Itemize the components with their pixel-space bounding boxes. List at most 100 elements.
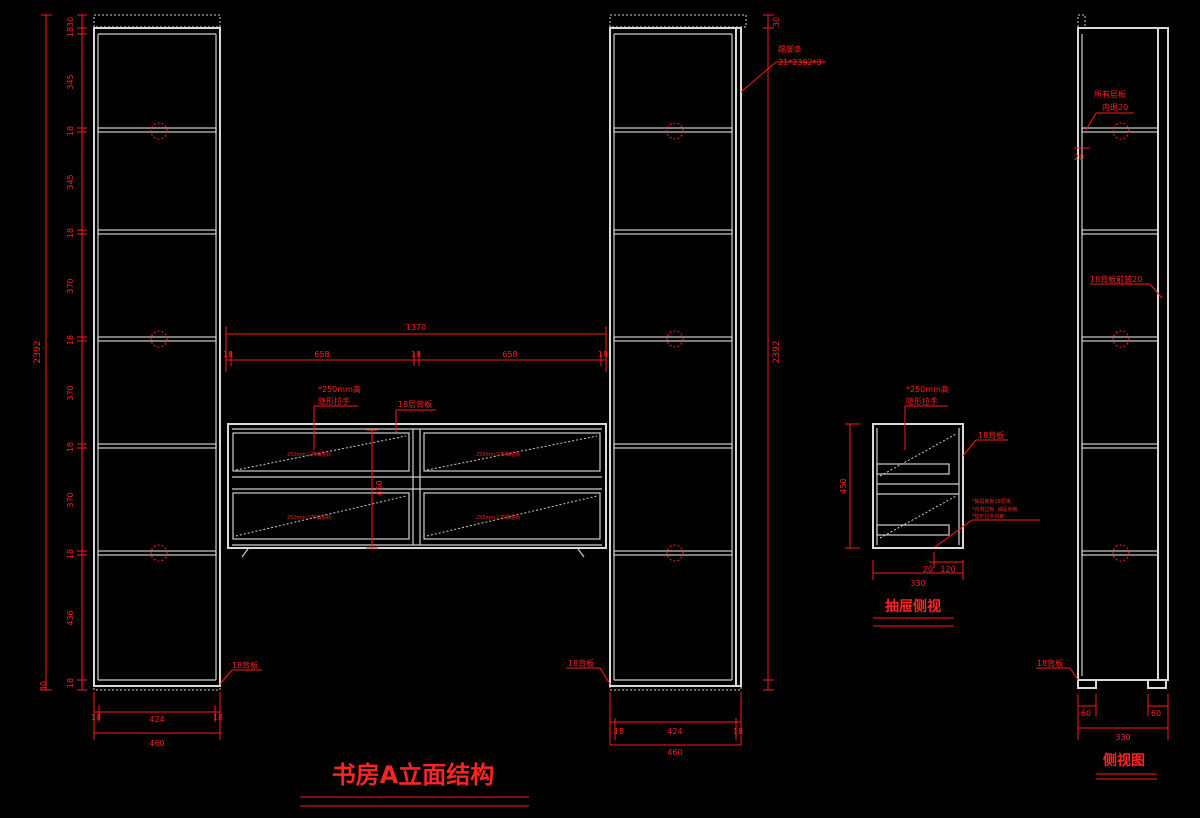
right-width-left: 18 [614, 727, 624, 736]
drawer-label: 250mm三节抽屉轨 [287, 514, 331, 521]
drawer-side-height: 450 [839, 478, 848, 493]
drawer-side-view: 450 330 20 120 *250mm高 隐形拉手 18背板 *抽屉底板18… [839, 384, 1040, 627]
left-vertical-dims: 2392 30 18 345 18 345 18 370 18 370 18 3… [33, 14, 87, 691]
middle-board-note: 18层背板 [398, 399, 432, 409]
left-seg: 18 [66, 228, 75, 238]
drawer-front[interactable] [423, 492, 601, 540]
middle-note-2: 隐形拉手 [318, 396, 350, 406]
right-cabinet-outline [609, 27, 737, 687]
left-seg: 18 [66, 549, 75, 559]
side-depth: 330 [1115, 733, 1130, 742]
left-seg: 30 [39, 681, 48, 691]
drawer-side-board-note: 18背板 [978, 430, 1004, 440]
left-width-right: 18 [213, 713, 223, 722]
left-seg: 436 [66, 610, 75, 625]
hole-mark [1112, 122, 1130, 140]
side-note-top-1: 所有层板 [1094, 89, 1126, 99]
right-width-right: 18 [733, 727, 743, 736]
strip-note-1: 踢脚条 [778, 44, 802, 54]
side-view-foot [1077, 679, 1097, 689]
left-seg: 18 [66, 126, 75, 136]
drawer-side-note-2: 隐形拉手 [906, 396, 938, 406]
side-foot-dim: 60 [1081, 709, 1091, 718]
middle-dim: 18 [223, 350, 233, 359]
side-small-dim: 20 [1074, 153, 1084, 162]
left-board-note: 18背板 [232, 660, 258, 670]
right-cabinet [609, 14, 747, 691]
drawer-front[interactable] [232, 492, 410, 540]
main-title-block: 书房A立面结构 [300, 761, 529, 807]
drawer-side-tiny: *抽屉底板18层板 [972, 498, 1011, 505]
left-width-left: 18 [91, 713, 101, 722]
drawer-front[interactable] [423, 432, 601, 472]
drawer-side-title: 抽屉侧视 [885, 598, 941, 615]
side-note-top-2: 内退20 [1102, 102, 1128, 112]
right-width-inner: 424 [667, 727, 682, 736]
left-seg: 370 [66, 385, 75, 400]
hole-mark [666, 330, 684, 348]
drawer-label: 250mm三节抽屉轨 [476, 451, 520, 458]
middle-dim: 18 [598, 350, 608, 359]
drawer-front[interactable] [232, 432, 410, 472]
left-width-total: 460 [149, 739, 164, 748]
hole-mark [150, 544, 168, 562]
middle-drawer-height: 450 [375, 480, 384, 495]
middle-dim: 658 [502, 350, 517, 359]
left-seg: 18 [66, 678, 75, 688]
drawer-unit-outline [227, 423, 607, 549]
left-seg: 345 [66, 174, 75, 189]
right-cabinet-top-cap [609, 14, 747, 28]
left-seg: 370 [66, 278, 75, 293]
drawer-side-note-1: *250mm高 [906, 384, 949, 394]
side-foot-dim: 60 [1151, 709, 1161, 718]
drawer-side-small: 20 [923, 565, 933, 574]
side-view: 所有层板 内退20 20 18背板前装20 18背板 60 60 330 侧视图 [1036, 14, 1169, 780]
left-total-height: 2392 [33, 341, 43, 364]
left-seg: 370 [66, 492, 75, 507]
left-cabinet-top-cap [93, 14, 221, 28]
hole-mark [666, 544, 684, 562]
hole-mark [1112, 544, 1130, 562]
left-seg: 345 [66, 74, 75, 89]
drawer-side-outline [872, 423, 964, 549]
hole-mark [666, 122, 684, 140]
side-view-foot [1147, 679, 1167, 689]
middle-dim: 658 [314, 350, 329, 359]
right-total-height: 2392 [772, 341, 782, 364]
left-width-dims: 18 424 18 460 18背板 [91, 660, 262, 748]
left-seg: 18 [66, 335, 75, 345]
drawer-side-tiny: *隐形拉手内嵌 [972, 513, 1005, 520]
left-width-inner: 424 [149, 715, 164, 724]
middle-dim: 18 [411, 350, 421, 359]
hole-mark [1112, 330, 1130, 348]
middle-note-1: *250mm高 [318, 384, 361, 394]
left-seg: 30 [66, 17, 75, 27]
middle-drawer-unit: 250mm三节抽屉轨 250mm三节抽屉轨 250mm三节抽屉轨 250mm三节… [227, 384, 607, 558]
drawer-side-tiny: *内侧边板: 抽屉侧板 [972, 506, 1018, 513]
left-cabinet [93, 14, 221, 691]
middle-dims: 1370 18 658 18 658 18 [223, 323, 608, 372]
side-board-note: 18背板 [1037, 658, 1063, 668]
hole-mark [150, 122, 168, 140]
side-shelf-note: 18背板前装20 [1090, 274, 1142, 284]
right-top-dim: 30 [772, 17, 781, 27]
drawer-label: 250mm三节抽屉轨 [287, 451, 331, 458]
middle-overall-width: 1370 [406, 323, 426, 332]
drawer-side-depth: 330 [910, 579, 925, 588]
kick-strip [735, 27, 742, 687]
drawer-label: 250mm三节抽屉轨 [476, 514, 520, 521]
side-view-outline [1077, 27, 1159, 681]
side-view-shelves [1081, 127, 1159, 556]
hole-mark [150, 330, 168, 348]
right-width-total: 460 [667, 748, 682, 757]
left-cabinet-shelves [97, 127, 217, 556]
side-view-title: 侧视图 [1103, 752, 1145, 769]
main-title: 书房A立面结构 [332, 761, 495, 789]
left-seg: 18 [66, 27, 75, 37]
left-cabinet-outline [93, 27, 221, 687]
strip-note-2: 21*2392*3 [778, 58, 822, 67]
right-board-note: 18背板 [568, 658, 594, 668]
left-seg: 18 [66, 442, 75, 452]
drawer-side-small: 120 [940, 565, 955, 574]
